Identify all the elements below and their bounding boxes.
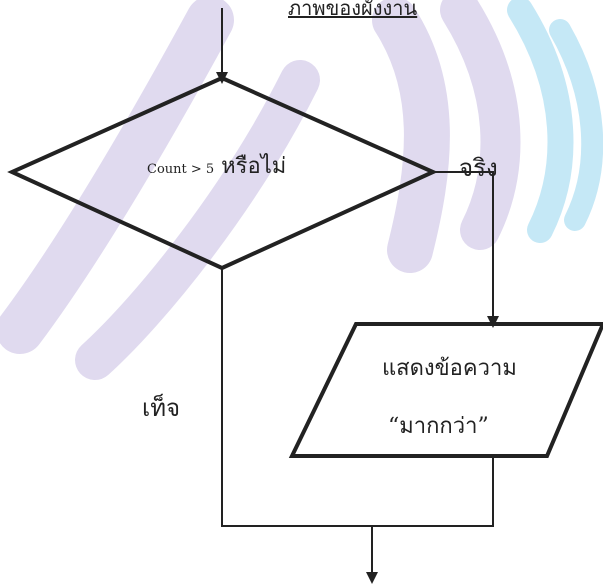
- true-branch-line: [433, 171, 499, 328]
- decision-condition: Count > 5: [147, 162, 215, 177]
- output-text-line2: “มากกว่า”: [388, 414, 489, 439]
- output-parallelogram: [288, 322, 603, 458]
- true-branch-label: จริง: [459, 154, 498, 182]
- false-branch-label: เท็จ: [142, 394, 181, 422]
- output-text-line1: แสดงข้อความ: [382, 356, 517, 381]
- output-merge-line: [372, 456, 494, 527]
- decision-label: Count > 5 หรือไม่: [147, 148, 286, 183]
- figure-heading: ภาพของผังงาน: [288, 0, 418, 20]
- false-branch-line: [221, 268, 372, 527]
- decision-question: หรือไม่: [221, 154, 287, 179]
